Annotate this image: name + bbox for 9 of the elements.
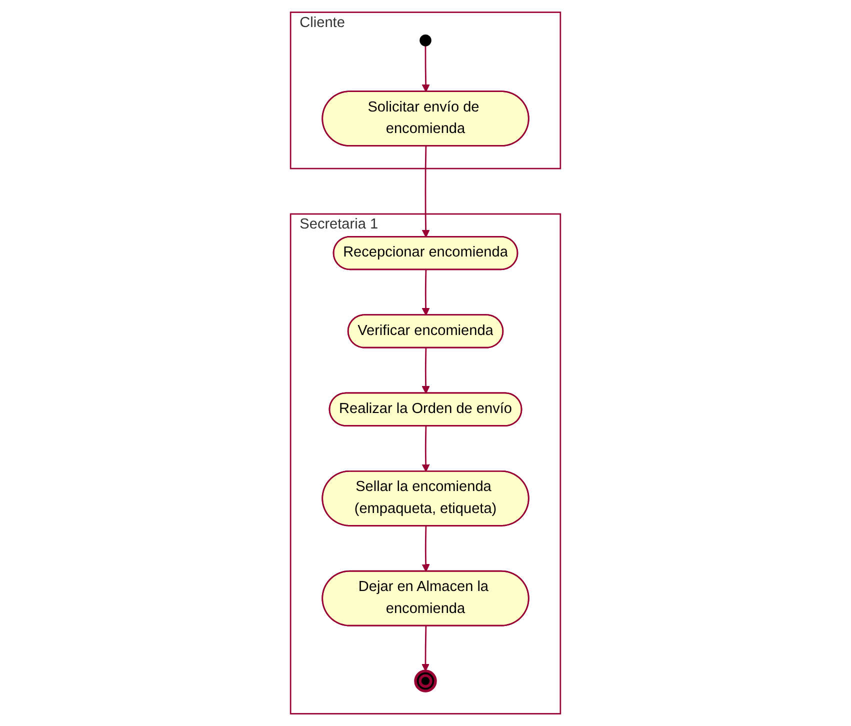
arrow bbox=[422, 426, 430, 472]
node-bullseye bbox=[414, 670, 437, 692]
arrow bbox=[422, 270, 430, 316]
arrow bbox=[422, 146, 430, 238]
arrow bbox=[422, 526, 430, 572]
node-circle bbox=[420, 34, 432, 46]
arrow bbox=[422, 348, 430, 394]
arrow bbox=[422, 626, 430, 672]
arrow bbox=[422, 46, 430, 92]
